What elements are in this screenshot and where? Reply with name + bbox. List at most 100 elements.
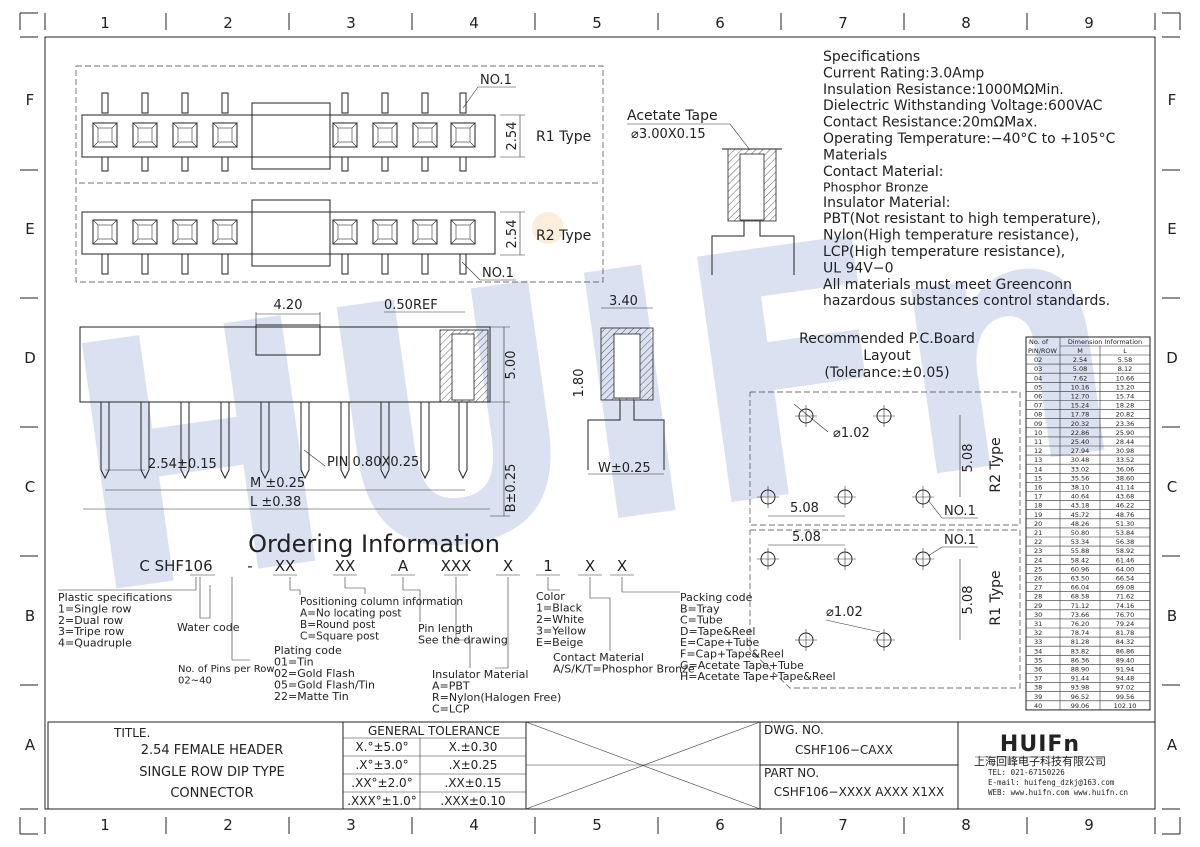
order-code-part: X [617, 557, 627, 575]
table-cell-l: 94.48 [1116, 675, 1135, 683]
table-cell-l: 99.56 [1116, 693, 1135, 701]
order-code-part: - [247, 557, 252, 575]
spec-line: PBT(Not resistant to high temperature), [823, 211, 1101, 227]
order-note-insulator: Insulator Material [432, 668, 528, 681]
pcb-no1-r1: NO.1 [944, 533, 976, 548]
row-ref-left: F [26, 91, 35, 109]
ordering-title: Ordering Information [248, 530, 500, 558]
order-note-plastic: 3=Tripe row [58, 625, 124, 638]
dim-5.00: 5.00 [504, 351, 519, 380]
table-cell-m: 15.24 [1071, 402, 1090, 410]
table-cell-l: 56.38 [1116, 538, 1135, 546]
table-cell-pins: 09 [1034, 420, 1042, 428]
order-note-color: Color [536, 590, 565, 603]
spec-line: All materials must meet Greenconn [823, 277, 1072, 293]
row-ref-right: C [1167, 478, 1177, 496]
spec-line: Contact Material: [823, 164, 944, 180]
pcb-layout: Recommended P.C.Board Layout (Tolerance:… [749, 331, 1021, 689]
title-line-1: 2.54 FEMALE HEADER [141, 743, 284, 758]
table-cell-m: 40.64 [1071, 493, 1090, 501]
table-cell-m: 27.94 [1071, 447, 1090, 455]
order-code-part: XX [275, 557, 296, 575]
order-note-pin_length: Pin length [418, 622, 473, 635]
row-ref-right: A [1167, 736, 1178, 754]
table-cell-pins: 13 [1034, 456, 1042, 464]
table-cell-pins: 31 [1034, 620, 1042, 628]
order-note-pins: No. of Pins per Row [178, 664, 275, 675]
spec-line: hazardous substances control standards. [823, 293, 1110, 309]
table-cell-l: 76.70 [1116, 611, 1135, 619]
table-cell-l: 8.12 [1118, 365, 1132, 373]
table-cell-m: 22.86 [1071, 429, 1090, 437]
col-ref-bottom: 1 [100, 816, 110, 834]
order-note-plating: Plating code [274, 644, 342, 657]
title-line-3: CONNECTOR [170, 786, 253, 801]
order-note-insulator: R=Nylon(Halogen Free) [432, 691, 561, 704]
table-header-l: L [1123, 347, 1127, 355]
row-ref-right: F [1168, 91, 1177, 109]
table-cell-m: 66.04 [1071, 584, 1090, 592]
order-code-part: X [503, 557, 513, 575]
order-note-plastic: 1=Single row [58, 602, 132, 615]
company-web: WEB: www.huifn.com www.huifn.cn [988, 788, 1128, 797]
table-cell-l: 25.90 [1116, 429, 1135, 437]
table-cell-l: 69.08 [1116, 584, 1135, 592]
dwg-no: CSHF106−CAXX [795, 743, 893, 757]
end-view: 3.40 1.80 W±0.25 [572, 294, 665, 476]
order-note-contact: A/S/K/T=Phosphor Bronze [553, 663, 695, 676]
order-note-plating: 22=Matte Tin [274, 690, 349, 703]
table-cell-m: 30.48 [1071, 456, 1090, 464]
table-cell-l: 64.00 [1116, 565, 1135, 573]
table-cell-pins: 18 [1034, 502, 1042, 510]
table-cell-pins: 37 [1034, 675, 1042, 683]
order-note-plating: 01=Tin [274, 656, 314, 669]
title-line-2: SINGLE ROW DIP TYPE [139, 765, 284, 780]
dwg-label: DWG. NO. [764, 723, 824, 737]
table-cell-l: 61.46 [1116, 556, 1135, 564]
table-cell-l: 89.40 [1116, 656, 1135, 664]
tolerance-linear: X.±0.30 [449, 740, 498, 754]
order-note-positioning: A=No locating post [300, 608, 402, 620]
table-cell-l: 86.86 [1116, 647, 1135, 655]
table-cell-pins: 34 [1034, 647, 1042, 655]
table-cell-m: 99.06 [1071, 702, 1090, 710]
table-cell-l: 38.60 [1116, 474, 1135, 482]
table-cell-l: 41.14 [1116, 484, 1135, 492]
row-ref-left: D [24, 349, 36, 367]
acetate-tape-view: Acetate Tape ⌀3.00X0.15 [627, 108, 795, 275]
spec-line: Nylon(High temperature resistance), [823, 228, 1079, 244]
table-cell-pins: 20 [1034, 520, 1042, 528]
order-note-color: 2=White [536, 613, 584, 626]
table-cell-m: 68.58 [1071, 593, 1090, 601]
table-cell-m: 10.16 [1071, 383, 1090, 391]
spec-line: Dielectric Withstanding Voltage:600VAC [823, 98, 1103, 114]
table-cell-l: 23.36 [1116, 420, 1135, 428]
table-cell-pins: 22 [1034, 538, 1042, 546]
table-cell-pins: 11 [1034, 438, 1042, 446]
table-cell-pins: 26 [1034, 575, 1042, 583]
order-note-plastic: Plastic specifications [58, 591, 172, 604]
table-cell-pins: 25 [1034, 565, 1042, 573]
no1-label-top: NO.1 [480, 73, 512, 88]
col-ref-top: 5 [592, 14, 602, 32]
table-cell-pins: 17 [1034, 493, 1042, 501]
dim-2.54-r1: 2.54 [505, 122, 520, 151]
order-note-contact: Contact Material [553, 651, 644, 664]
order-code-part: X [585, 557, 595, 575]
row-ref-left: E [25, 220, 34, 238]
pcb-r2-type: R2 Type [988, 437, 1004, 492]
table-cell-pins: 14 [1034, 465, 1042, 473]
pcb-r1-type: R1 Type [988, 570, 1004, 625]
r1-type-label: R1 Type [536, 129, 591, 145]
col-ref-top: 6 [715, 14, 725, 32]
col-ref-top: 9 [1084, 14, 1094, 32]
spec-line: Current Rating:3.0Amp [823, 65, 984, 81]
table-cell-l: 79.24 [1116, 620, 1135, 628]
tolerance-angle: .XXX°±1.0° [347, 794, 417, 808]
table-cell-m: 58.42 [1071, 556, 1090, 564]
table-cell-pins: 29 [1034, 602, 1042, 610]
tolerance-angle: X.°±5.0° [355, 740, 408, 754]
order-note-plastic: 2=Dual row [58, 614, 123, 627]
table-cell-pins: 07 [1034, 402, 1042, 410]
